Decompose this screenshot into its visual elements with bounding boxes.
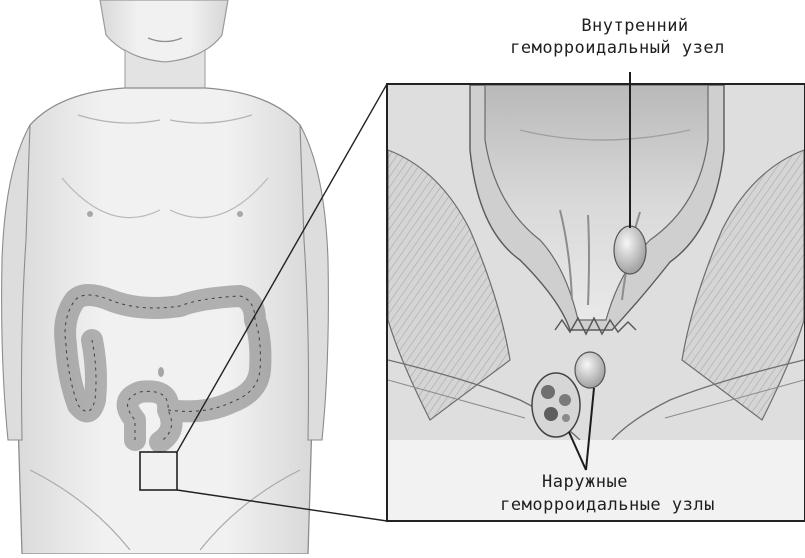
anorectal-cross-section-inset <box>387 72 805 521</box>
label-internal-line2: геморроидальный узел <box>430 38 805 58</box>
label-internal-line1: Внутренний <box>535 16 735 36</box>
label-external-line2: геморроидальные узлы <box>410 495 805 515</box>
male-torso <box>2 0 329 554</box>
internal-hemorrhoid <box>614 226 646 274</box>
external-hemorrhoid-section <box>532 373 580 437</box>
label-external-line1: Наружные <box>495 472 675 492</box>
external-hemorrhoid-node <box>575 352 605 388</box>
